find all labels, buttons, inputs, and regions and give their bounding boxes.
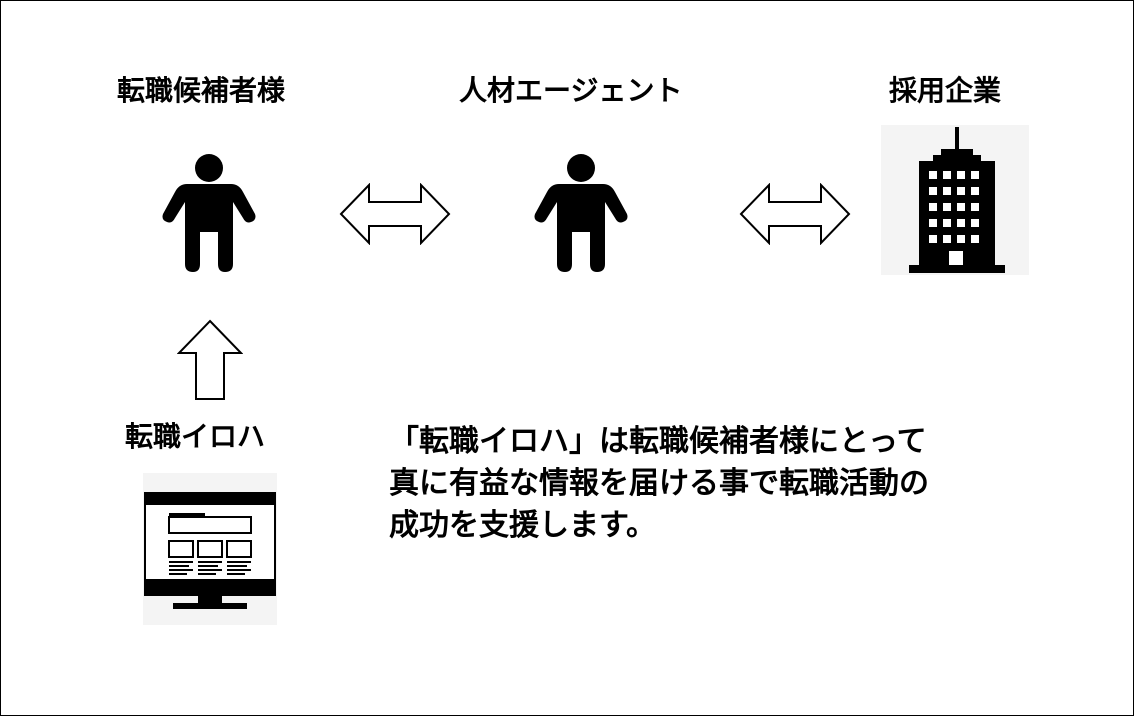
label-agent: 人材エージェント <box>459 74 683 107</box>
label-company: 採用企業 <box>889 74 1002 107</box>
website-monitor-icon <box>143 473 277 625</box>
person-icon <box>534 154 628 272</box>
description-line-1: 「転職イロハ」は転職候補者様にとって <box>389 424 927 459</box>
office-building-icon <box>881 125 1029 275</box>
description-line-3: 成功を支援します。 <box>389 508 656 543</box>
label-service: 転職イロハ <box>125 420 266 453</box>
up-arrow-icon <box>177 319 243 400</box>
label-candidate: 転職候補者様 <box>117 74 286 107</box>
description-line-2: 真に有益な情報を届ける事で転職活動の <box>389 466 929 501</box>
person-icon <box>162 154 256 272</box>
double-arrow-icon <box>739 183 851 245</box>
double-arrow-icon <box>339 183 451 245</box>
description-text: 「転職イロハ」は転職候補者様にとって 真に有益な情報を届ける事で転職活動の 成功… <box>389 421 1009 547</box>
